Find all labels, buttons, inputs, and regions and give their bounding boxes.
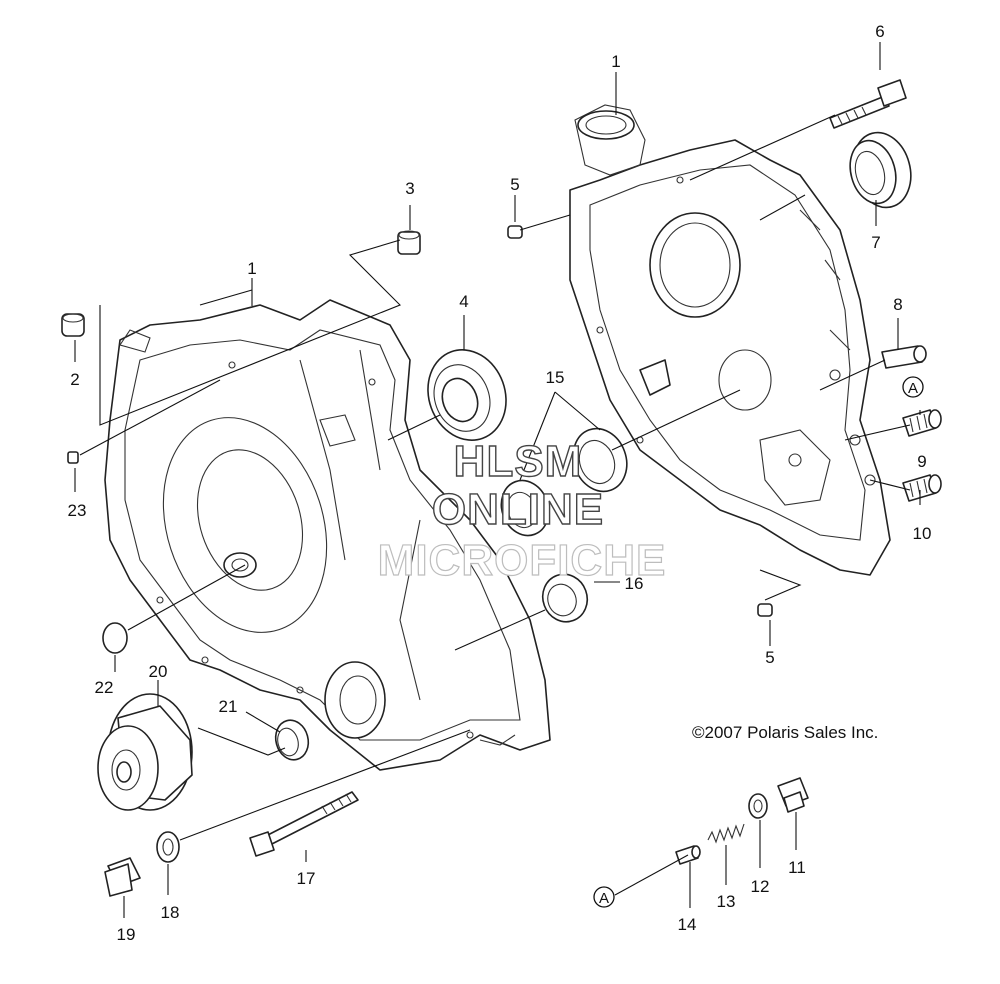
washer-18 — [156, 831, 180, 863]
callout-2: 2 — [70, 370, 79, 389]
watermark-line-1: HLSM — [454, 437, 583, 486]
callout-8: 8 — [893, 295, 902, 314]
callout-21: 21 — [219, 697, 238, 716]
cover-20 — [97, 693, 193, 811]
callout-13: 13 — [717, 892, 736, 911]
bolt-11 — [777, 777, 809, 813]
callout-16: 16 — [625, 574, 644, 593]
bearing-4 — [427, 349, 507, 441]
bearing-16 — [541, 573, 589, 623]
callout-7: 7 — [871, 233, 880, 252]
callout-1-left: 1 — [247, 259, 256, 278]
callout-19: 19 — [117, 925, 136, 944]
callout-1-right: 1 — [611, 52, 620, 71]
callout-18: 18 — [161, 903, 180, 922]
callout-23: 23 — [68, 501, 87, 520]
callout-11: 11 — [788, 858, 806, 877]
svg-text:A: A — [599, 890, 609, 907]
pin-23 — [67, 451, 79, 464]
callout-labels: 1 1 2 3 4 5 5 6 7 8 9 10 11 12 13 14 15 … — [68, 22, 932, 944]
dowel-8 — [881, 345, 927, 369]
callout-3: 3 — [405, 179, 414, 198]
bushing-2 — [61, 313, 85, 337]
bolt-17 — [249, 791, 359, 857]
callout-12: 12 — [751, 877, 770, 896]
callout-5-bottom: 5 — [765, 648, 774, 667]
plug-22 — [102, 622, 128, 654]
watermark-line-3: MICROFICHE — [378, 536, 667, 585]
dowel-pin-5-bottom — [757, 603, 773, 617]
callout-4: 4 — [459, 292, 468, 311]
spring-13 — [707, 823, 745, 844]
right-crankcase-half — [569, 104, 891, 576]
watermark-line-2: ONLINE — [432, 485, 604, 534]
callout-5-top: 5 — [510, 175, 519, 194]
svg-text:A: A — [908, 380, 918, 397]
bearing-15-lower — [500, 479, 550, 537]
fitting-9 — [902, 409, 942, 437]
marker-a-bottom: A — [593, 886, 615, 908]
copyright-text: ©2007 Polaris Sales Inc. — [692, 723, 878, 742]
callout-17: 17 — [297, 869, 316, 888]
callout-15: 15 — [546, 368, 565, 387]
callout-22: 22 — [95, 678, 114, 697]
callout-6: 6 — [875, 22, 884, 41]
washer-12 — [748, 793, 768, 819]
callout-9: 9 — [917, 452, 926, 471]
callout-14: 14 — [678, 915, 697, 934]
leader-lines — [74, 42, 921, 918]
dowel-pin-5-top — [507, 225, 523, 239]
oil-seal-7 — [849, 131, 912, 209]
callout-20: 20 — [149, 662, 168, 681]
dowel-3 — [397, 230, 421, 255]
bolt-6 — [829, 79, 907, 129]
watermark: HLSM ONLINE MICROFICHE — [377, 436, 667, 585]
left-crankcase-half — [104, 299, 551, 771]
marker-a-top: A — [902, 376, 924, 398]
drain-plug-19 — [104, 857, 141, 897]
bearing-15-upper — [572, 427, 628, 493]
callout-10: 10 — [913, 524, 932, 543]
seal-21 — [274, 719, 310, 761]
fitting-10 — [902, 474, 942, 502]
